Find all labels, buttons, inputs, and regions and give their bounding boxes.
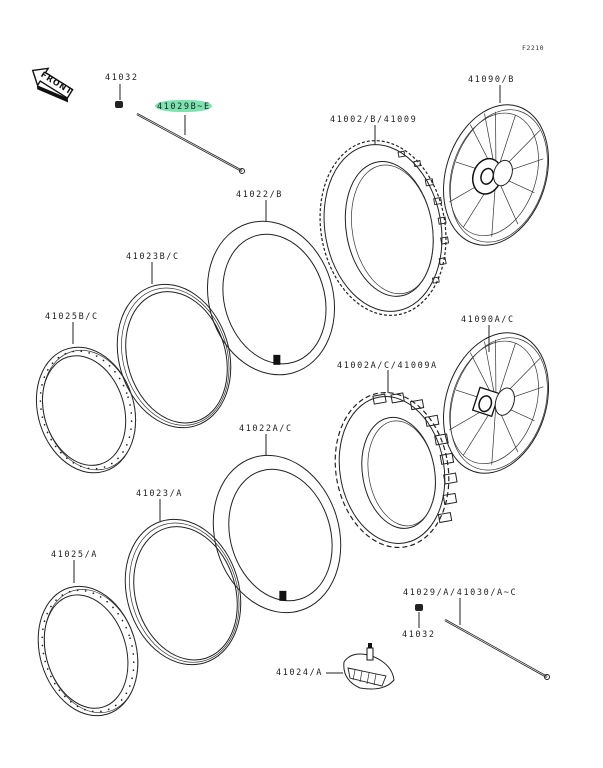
rear-rim (37, 585, 139, 717)
front-wheel (442, 104, 550, 246)
label-spoke-set-top[interactable]: 41029B~E (157, 102, 211, 112)
label-rim-front[interactable]: 41025B/C (45, 312, 99, 322)
front-tire (319, 140, 450, 316)
front-tube (206, 220, 336, 376)
leader-lines (72, 84, 501, 674)
label-tire-rear[interactable]: 41002A/C/41009A (337, 361, 438, 371)
figure-id: F2210 (522, 44, 545, 52)
highlight-marker (155, 100, 212, 112)
rear-tire (334, 391, 458, 549)
rear-tube (212, 454, 342, 614)
rear-wheel (442, 332, 550, 474)
label-rim-band-rear[interactable]: 41023/A (136, 489, 184, 499)
label-rim-rear[interactable]: 41025/A (51, 550, 99, 560)
bolt-bottom (415, 604, 423, 611)
spoke-bottom (444, 619, 550, 680)
label-tube-rear[interactable]: 41022A/C (239, 424, 293, 434)
front-arrow-icon (31, 67, 74, 103)
rear-rim-band (124, 518, 242, 666)
spoke-top (136, 113, 245, 174)
label-wheel-rear[interactable]: 41090A/C (461, 315, 515, 325)
bolt-top (115, 101, 123, 108)
label-bolt-bottom[interactable]: 41032 (402, 630, 436, 640)
label-tire-front[interactable]: 41002/B/41009 (330, 115, 418, 125)
label-bolt-top[interactable]: 41032 (105, 73, 139, 83)
front-rim-band (116, 283, 232, 429)
label-spoke-set-bottom[interactable]: 41029/A/41030/A~C (403, 588, 518, 598)
front-rim (35, 346, 137, 474)
label-rim-lock[interactable]: 41024/A (276, 668, 324, 678)
label-wheel-front[interactable]: 41090/B (468, 75, 516, 85)
rim-lock (343, 643, 395, 690)
label-rim-band-front[interactable]: 41023B/C (126, 252, 180, 262)
label-tube-front[interactable]: 41022/B (236, 190, 284, 200)
